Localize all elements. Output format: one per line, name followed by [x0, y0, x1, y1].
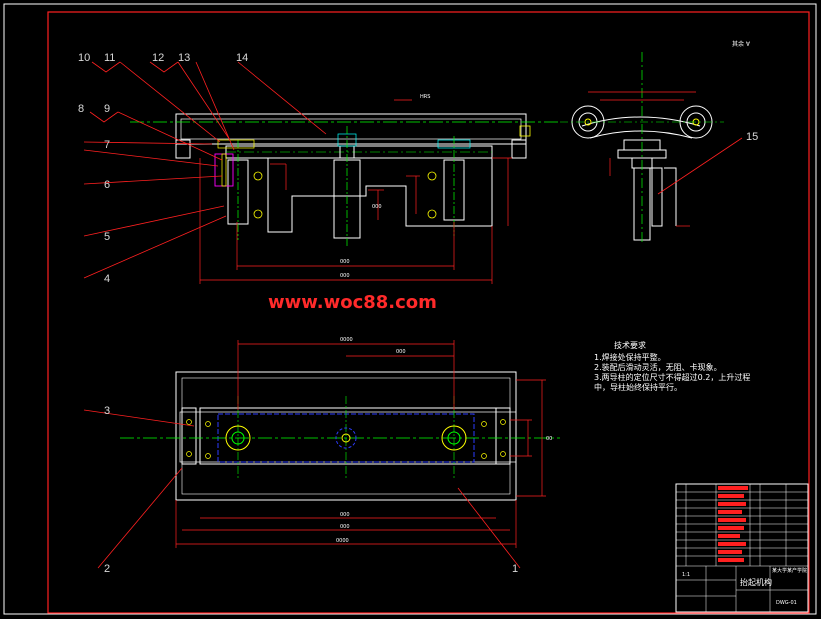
callout-11: 11: [104, 52, 115, 64]
callout-10: 10: [78, 52, 90, 64]
svg-text:00: 00: [546, 436, 552, 442]
technical-requirements: 技术要求 1.焊接处保持平整。 2.装配后滑动灵活，无阻、卡现象。 3.两导柱的…: [594, 340, 750, 392]
tech-req-item-1: 1.焊接处保持平整。: [594, 352, 666, 362]
title-block: 某大学某产学院 抬起机构 1:1 DWG-01: [675, 483, 809, 613]
svg-text:0000: 0000: [340, 337, 353, 343]
title-block-part-name: 抬起机构: [740, 577, 772, 587]
surface-finish-note: 其余 ∀: [732, 40, 751, 48]
svg-text:0000: 0000: [336, 538, 349, 544]
svg-text:000: 000: [340, 524, 350, 530]
front-view: 000 000 000 HRS: [130, 94, 560, 284]
tech-req-item-4: 中，导柱始终保持平行。: [594, 382, 682, 392]
svg-text:000: 000: [340, 512, 350, 518]
side-view: [560, 52, 724, 244]
callout-3: 3: [104, 405, 110, 417]
svg-text:000: 000: [396, 349, 406, 355]
callout-6: 6: [104, 179, 110, 191]
callout-1: 1: [512, 563, 518, 575]
top-view: 0000 000 000 000 0000 00: [120, 337, 560, 548]
callout-14: 14: [236, 52, 248, 64]
svg-text:000: 000: [372, 204, 382, 210]
watermark-text: www.woc88.com: [268, 292, 437, 313]
callout-9: 9: [104, 103, 110, 115]
leader-lines: [83, 61, 743, 569]
tech-req-item-2: 2.装配后滑动灵活，无阻、卡现象。: [594, 362, 722, 372]
drawing-frame: [47, 11, 810, 614]
callout-13: 13: [178, 52, 190, 64]
tech-req-title: 技术要求: [614, 340, 646, 350]
callout-numbers: 10 11 12 13 14 8 9 7 6 5 4 15 3 2 1: [78, 52, 758, 575]
callout-5: 5: [104, 231, 110, 243]
tech-req-item-3: 3.两导柱的定位尺寸不得超过0.2，上升过程: [594, 372, 750, 382]
title-block-drawing-no: DWG-01: [776, 600, 797, 606]
title-block-company: 某大学某产学院: [772, 567, 807, 574]
callout-7: 7: [104, 139, 110, 151]
callout-2: 2: [104, 563, 110, 575]
callout-8: 8: [78, 103, 84, 115]
svg-text:HRS: HRS: [420, 94, 430, 100]
svg-text:000: 000: [340, 259, 350, 265]
callout-15: 15: [746, 131, 758, 143]
title-block-scale: 1:1: [682, 572, 690, 578]
callout-12: 12: [152, 52, 164, 64]
callout-4: 4: [104, 273, 110, 285]
svg-text:000: 000: [340, 273, 350, 279]
